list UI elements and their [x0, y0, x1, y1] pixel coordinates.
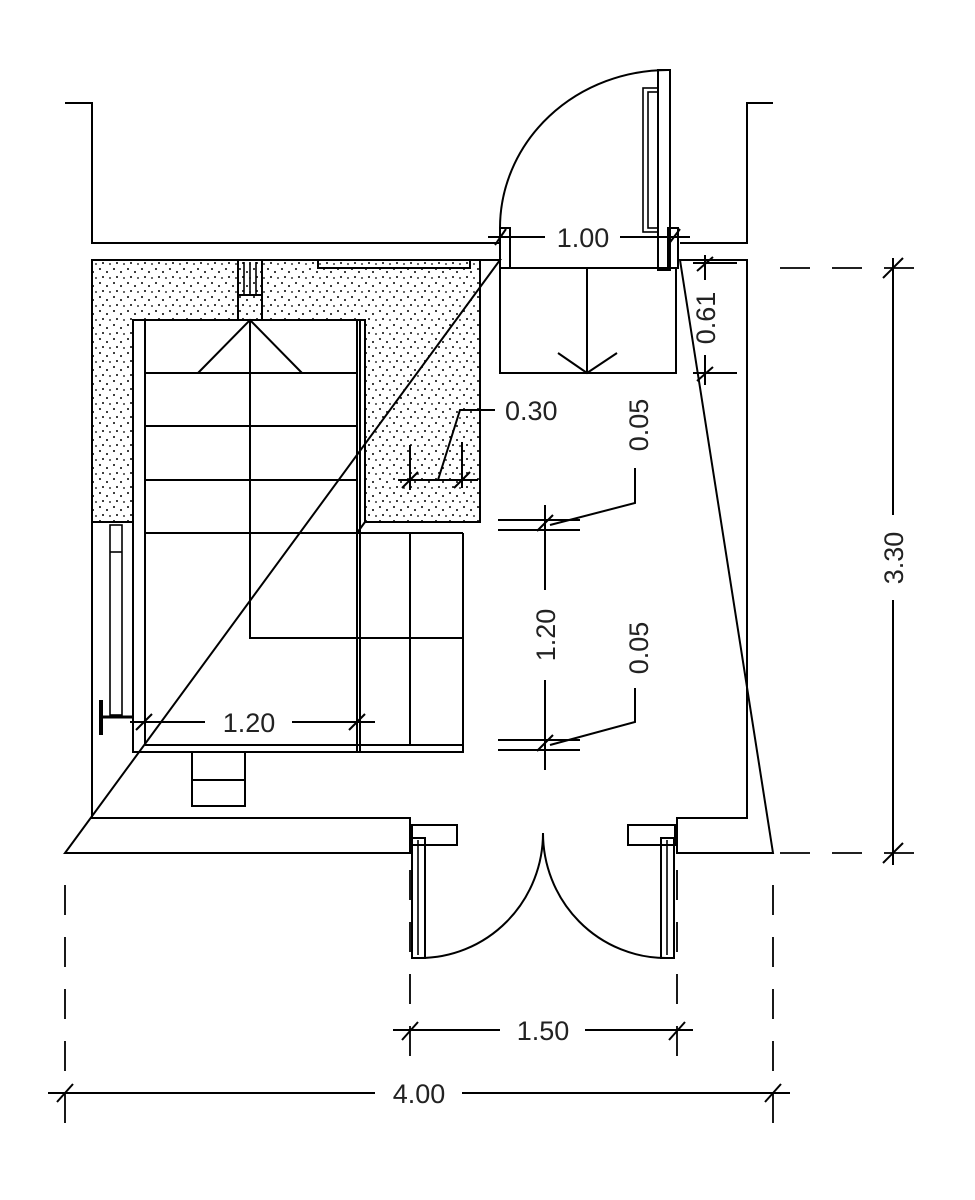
dim-wall-offset: 0.30 — [505, 396, 558, 426]
dimension-lines — [48, 228, 930, 1130]
outer-wall-right — [676, 102, 775, 854]
stair — [132, 259, 464, 807]
landing — [499, 267, 677, 375]
wall-niche-shelf — [317, 260, 471, 269]
entrance-double-door[interactable] — [411, 824, 676, 959]
dim-stair-length: 1.20 — [531, 609, 561, 662]
dim-top-door-width: 1.00 — [557, 223, 610, 253]
dim-landing-depth: 0.61 — [691, 292, 721, 345]
dim-stair-width: 1.20 — [223, 708, 276, 738]
handrail — [99, 524, 133, 735]
dim-entrance-width: 1.50 — [517, 1016, 570, 1046]
dim-gap-bottom: 0.05 — [624, 622, 654, 675]
dim-overall-width: 4.00 — [393, 1079, 446, 1109]
hatched-fill-area — [91, 259, 481, 523]
dim-overall-depth: 3.30 — [879, 532, 909, 585]
outer-wall-left — [63, 102, 502, 854]
dim-gap-top: 0.05 — [624, 399, 654, 452]
